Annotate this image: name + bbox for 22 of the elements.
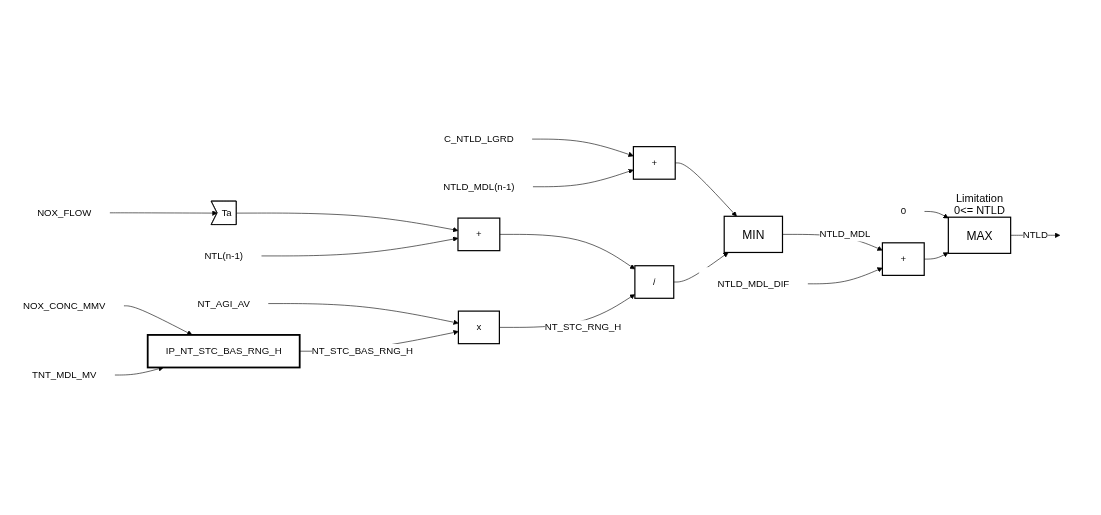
node-box: + bbox=[632, 146, 676, 181]
node-text: NT_AGI_AV bbox=[197, 298, 250, 309]
node-caption: Limitation 0<= NTLD bbox=[953, 191, 1006, 216]
node-text: 0 bbox=[900, 206, 906, 217]
edge-label: NTLD bbox=[1022, 230, 1048, 241]
node-box: x bbox=[457, 310, 500, 345]
node-text: NOX_CONC_MMV bbox=[22, 300, 106, 312]
edge-label: NT_STC_BAS_RNG_H bbox=[311, 346, 414, 357]
node-box: + bbox=[881, 242, 925, 277]
node-box: IP_NT_STC_BAS_RNG_H bbox=[146, 334, 301, 369]
node-box: + bbox=[457, 217, 501, 252]
node-box: / bbox=[634, 265, 675, 300]
node-text: C_NTLD_LGRD bbox=[444, 134, 514, 145]
node-text: NTL(n-1) bbox=[204, 250, 243, 262]
node-box: MIN bbox=[723, 216, 784, 254]
node-box: MAX bbox=[947, 217, 1012, 255]
node-text: NTLD_MDL_DIF bbox=[717, 278, 790, 290]
node-text: NTLD_MDL(n-1) bbox=[443, 181, 515, 192]
node-text: NOX_FLOW bbox=[37, 207, 92, 219]
edge-label: NTLD_MDL bbox=[819, 229, 871, 240]
node-text: TNT_MDL_MV bbox=[32, 370, 97, 381]
edge-label: NT_STC_RNG_H bbox=[544, 322, 622, 333]
